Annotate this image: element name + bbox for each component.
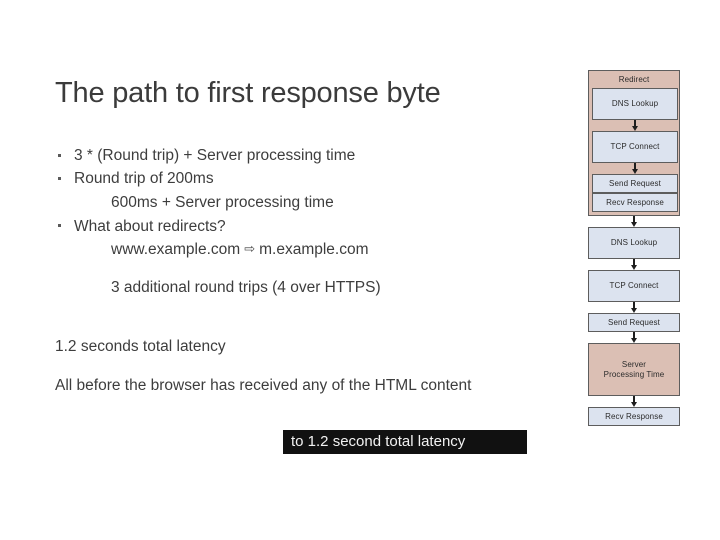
flowchart-node-send-request-redirect: Send Request xyxy=(592,174,678,193)
summary-block: 1.2 seconds total latency All before the… xyxy=(55,335,560,398)
flowchart-node-dns-lookup-redirect: DNS Lookup xyxy=(592,88,678,120)
caption-overlay-text: to 1.2 second total latency xyxy=(291,433,466,450)
list-item: Round trip of 200ms xyxy=(55,167,560,191)
flowchart-node-tcp-connect: TCP Connect xyxy=(588,270,680,302)
flowchart-node-send-request: Send Request xyxy=(588,313,680,332)
flowchart-arrow-down-icon xyxy=(588,216,680,227)
right-arrow-icon: ⇨ xyxy=(244,241,256,257)
bullet-label: 3 * (Round trip) + Server processing tim… xyxy=(74,146,356,164)
flowchart-arrow-down-icon xyxy=(588,332,680,343)
bullet-dot-icon xyxy=(58,224,61,228)
sub-line-label: 600ms + Server processing time xyxy=(111,193,334,211)
list-item: 3 * (Round trip) + Server processing tim… xyxy=(55,144,560,168)
redirect-target-url: m.example.com xyxy=(259,241,369,259)
sub-line-additional-trips: 3 additional round trips (4 over HTTPS) xyxy=(55,276,560,300)
summary-before-html: All before the browser has received any … xyxy=(55,377,472,395)
sub-line-round-trip-total: 600ms + Server processing time xyxy=(55,191,560,215)
list-item: What about redirects? xyxy=(55,215,560,239)
bullet-label: Round trip of 200ms xyxy=(74,170,214,188)
flowchart-redirect-group: Redirect DNS Lookup TCP Connect Send Req… xyxy=(588,70,680,216)
flowchart-redirect-group-label: Redirect xyxy=(618,75,650,84)
flowchart-diagram: Redirect DNS Lookup TCP Connect Send Req… xyxy=(588,70,684,426)
bullet-dot-icon xyxy=(58,177,61,181)
flowchart-node-tcp-connect-redirect: TCP Connect xyxy=(592,131,678,163)
flowchart-node-recv-response-redirect: Recv Response xyxy=(592,193,678,212)
content-column: The path to first response byte 3 * (Rou… xyxy=(55,77,560,398)
sub-line-label: 3 additional round trips (4 over HTTPS) xyxy=(111,278,381,296)
flowchart-arrow-down-icon xyxy=(592,163,678,174)
bullet-dot-icon xyxy=(58,153,61,157)
flowchart-node-recv-response: Recv Response xyxy=(588,407,680,426)
summary-total-latency: 1.2 seconds total latency xyxy=(55,338,226,356)
page-title: The path to first response byte xyxy=(55,77,441,109)
flowchart-arrow-down-icon xyxy=(592,120,678,131)
bullet-label: What about redirects? xyxy=(74,217,226,235)
sub-line-redirect-example: www.example.com⇨m.example.com xyxy=(55,238,560,262)
flowchart-arrow-down-icon xyxy=(588,302,680,313)
flowchart-node-dns-lookup: DNS Lookup xyxy=(588,227,680,259)
redirect-source-url: www.example.com xyxy=(111,241,241,259)
flowchart-arrow-down-icon xyxy=(588,396,680,407)
caption-overlay: to 1.2 second total latency xyxy=(283,430,527,454)
bullet-list: 3 * (Round trip) + Server processing tim… xyxy=(55,144,560,299)
flowchart-arrow-down-icon xyxy=(588,259,680,270)
